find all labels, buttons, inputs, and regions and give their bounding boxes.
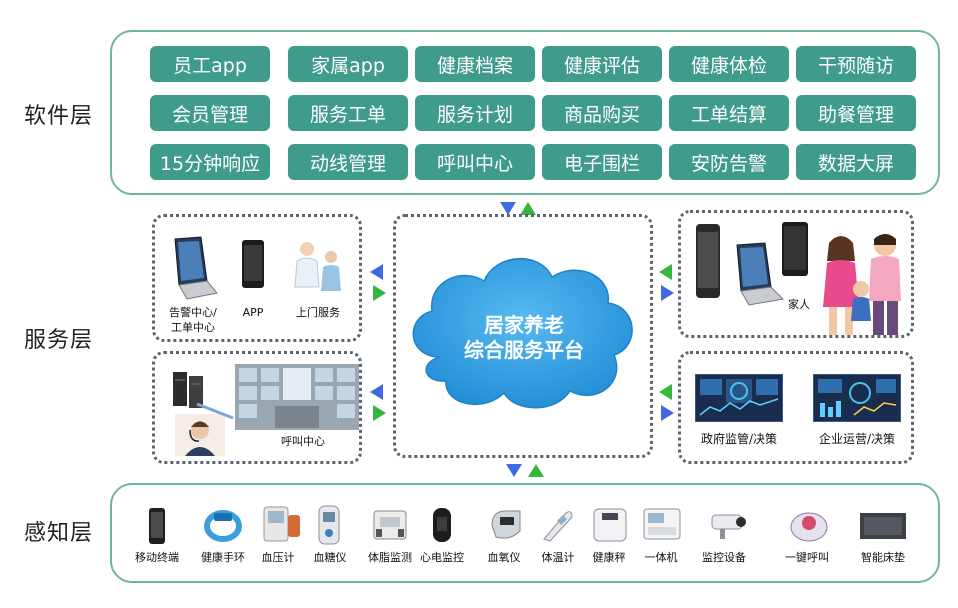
service-layer-label: 服务层 — [24, 328, 94, 353]
family-label: 家人 — [788, 298, 810, 311]
family-people-icon — [823, 234, 901, 335]
module-15min-response[interactable]: 15分钟响应 — [150, 144, 270, 180]
cloud-icon — [412, 257, 633, 409]
laptop-icon — [736, 242, 785, 306]
sensor-label-mobile-terminal: 移动终端 — [135, 551, 179, 564]
enterprise-ops-label: 企业运营/决策 — [818, 432, 896, 446]
smart-mattress-icon — [860, 513, 906, 539]
door-service-label: 上门服务 — [296, 306, 340, 319]
right-arrow-icon — [661, 285, 674, 301]
ecg-monitor-icon — [433, 508, 451, 542]
sensor-label-ecg: 心电监控 — [420, 551, 464, 564]
up-arrow-icon — [528, 464, 544, 477]
right-arrow-icon — [661, 405, 674, 421]
call-center-label: 呼叫中心 — [281, 435, 325, 448]
module-call-center[interactable]: 呼叫中心 — [415, 144, 535, 180]
sensor-label-thermometer: 体温计 — [541, 551, 575, 564]
tablet-icon — [782, 222, 808, 276]
smartphone-icon — [242, 240, 264, 288]
module-service-work-order[interactable]: 服务工单 — [288, 95, 408, 131]
mobile-terminal-icon — [149, 508, 165, 544]
decision-box: 政府监管/决策 企业运营/决策 — [678, 351, 914, 464]
sensor-label-oximeter: 血氧仪 — [487, 551, 521, 564]
up-arrow-icon — [520, 202, 536, 215]
all-in-one-device-icon — [643, 508, 681, 540]
platform-title-line2: 综合服务平台 — [464, 338, 584, 362]
module-health-checkup[interactable]: 健康体检 — [669, 46, 789, 82]
surveillance-camera-icon — [711, 514, 746, 539]
monitor-wall-icon — [235, 364, 359, 430]
module-geo-fence[interactable]: 电子围栏 — [542, 144, 662, 180]
enterprise-dashboard-panel — [813, 374, 901, 422]
blood-pressure-monitor-icon — [263, 506, 300, 542]
sensor-label-one-key-call: 一键呼叫 — [785, 551, 829, 564]
server-icon — [173, 372, 203, 408]
smartphone-icon — [696, 224, 720, 298]
family-box: 家人 — [678, 210, 914, 338]
one-key-call-icon — [790, 512, 828, 542]
software-layer-frame: 员工app 家属app 健康档案 健康评估 健康体检 干预随访 会员管理 服务工… — [110, 30, 940, 195]
module-family-app[interactable]: 家属app — [288, 46, 408, 82]
oximeter-icon — [491, 510, 521, 539]
module-health-records[interactable]: 健康档案 — [415, 46, 535, 82]
connection-line-icon — [196, 402, 234, 420]
laptop-icon — [174, 236, 218, 300]
right-arrow-icon — [373, 285, 386, 301]
alarm-center-label: 告警中心/工单中心 — [169, 306, 217, 334]
module-service-plan[interactable]: 服务计划 — [415, 95, 535, 131]
module-work-order-settlement[interactable]: 工单结算 — [669, 95, 789, 131]
module-health-assessment[interactable]: 健康评估 — [542, 46, 662, 82]
module-meal-assistance[interactable]: 助餐管理 — [796, 95, 916, 131]
platform-box: 居家养老 综合服务平台 — [393, 214, 653, 458]
sensor-label-blood-pressure: 血压计 — [261, 551, 295, 564]
gov-dashboard-panel — [695, 374, 783, 422]
module-employee-app[interactable]: 员工app — [150, 46, 270, 82]
app-label: APP — [242, 306, 264, 319]
down-arrow-icon — [506, 464, 522, 477]
thermometer-icon — [543, 511, 573, 542]
sensor-label-surveillance: 监控设备 — [702, 551, 746, 564]
sensor-label-smart-mattress: 智能床垫 — [861, 551, 905, 564]
health-wristband-icon — [204, 510, 242, 542]
platform-title: 居家养老 综合服务平台 — [464, 313, 584, 362]
sensor-label-health-scale: 健康秤 — [592, 551, 626, 564]
doctor-visit-icon — [294, 242, 341, 291]
software-layer-label: 软件层 — [24, 104, 94, 129]
left-arrow-icon — [370, 384, 383, 400]
gov-supervision-label: 政府监管/决策 — [700, 432, 778, 446]
perception-layer-frame: 移动终端 健康手环 血压计 血糖仪 体脂监测 心电监控 血氧仪 — [110, 483, 940, 583]
left-arrow-icon — [659, 264, 672, 280]
health-scale-icon — [593, 508, 627, 542]
sensor-label-health-wristband: 健康手环 — [201, 551, 245, 564]
left-arrow-icon — [370, 264, 383, 280]
sensor-label-glucose-meter: 血糖仪 — [313, 551, 347, 564]
down-arrow-icon — [500, 202, 516, 215]
customer-service-agent-icon — [175, 414, 225, 456]
right-arrow-icon — [373, 405, 386, 421]
call-center-box: 呼叫中心 — [152, 351, 362, 464]
sensor-label-all-in-one: 一体机 — [644, 551, 678, 564]
alarm-app-service-box: 告警中心/工单中心 APP 上门服务 — [152, 214, 362, 342]
module-product-purchase[interactable]: 商品购买 — [542, 95, 662, 131]
left-arrow-icon — [659, 384, 672, 400]
module-data-screen[interactable]: 数据大屏 — [796, 144, 916, 180]
platform-title-line1: 居家养老 — [484, 313, 564, 337]
module-security-alert[interactable]: 安防告警 — [669, 144, 789, 180]
module-route-management[interactable]: 动线管理 — [288, 144, 408, 180]
perception-layer-label: 感知层 — [24, 521, 94, 546]
sensor-label-body-fat: 体脂监测 — [368, 551, 412, 564]
module-intervention-followup[interactable]: 干预随访 — [796, 46, 916, 82]
module-member-management[interactable]: 会员管理 — [150, 95, 270, 131]
body-fat-monitor-icon — [373, 510, 407, 540]
glucose-meter-icon — [318, 505, 340, 545]
